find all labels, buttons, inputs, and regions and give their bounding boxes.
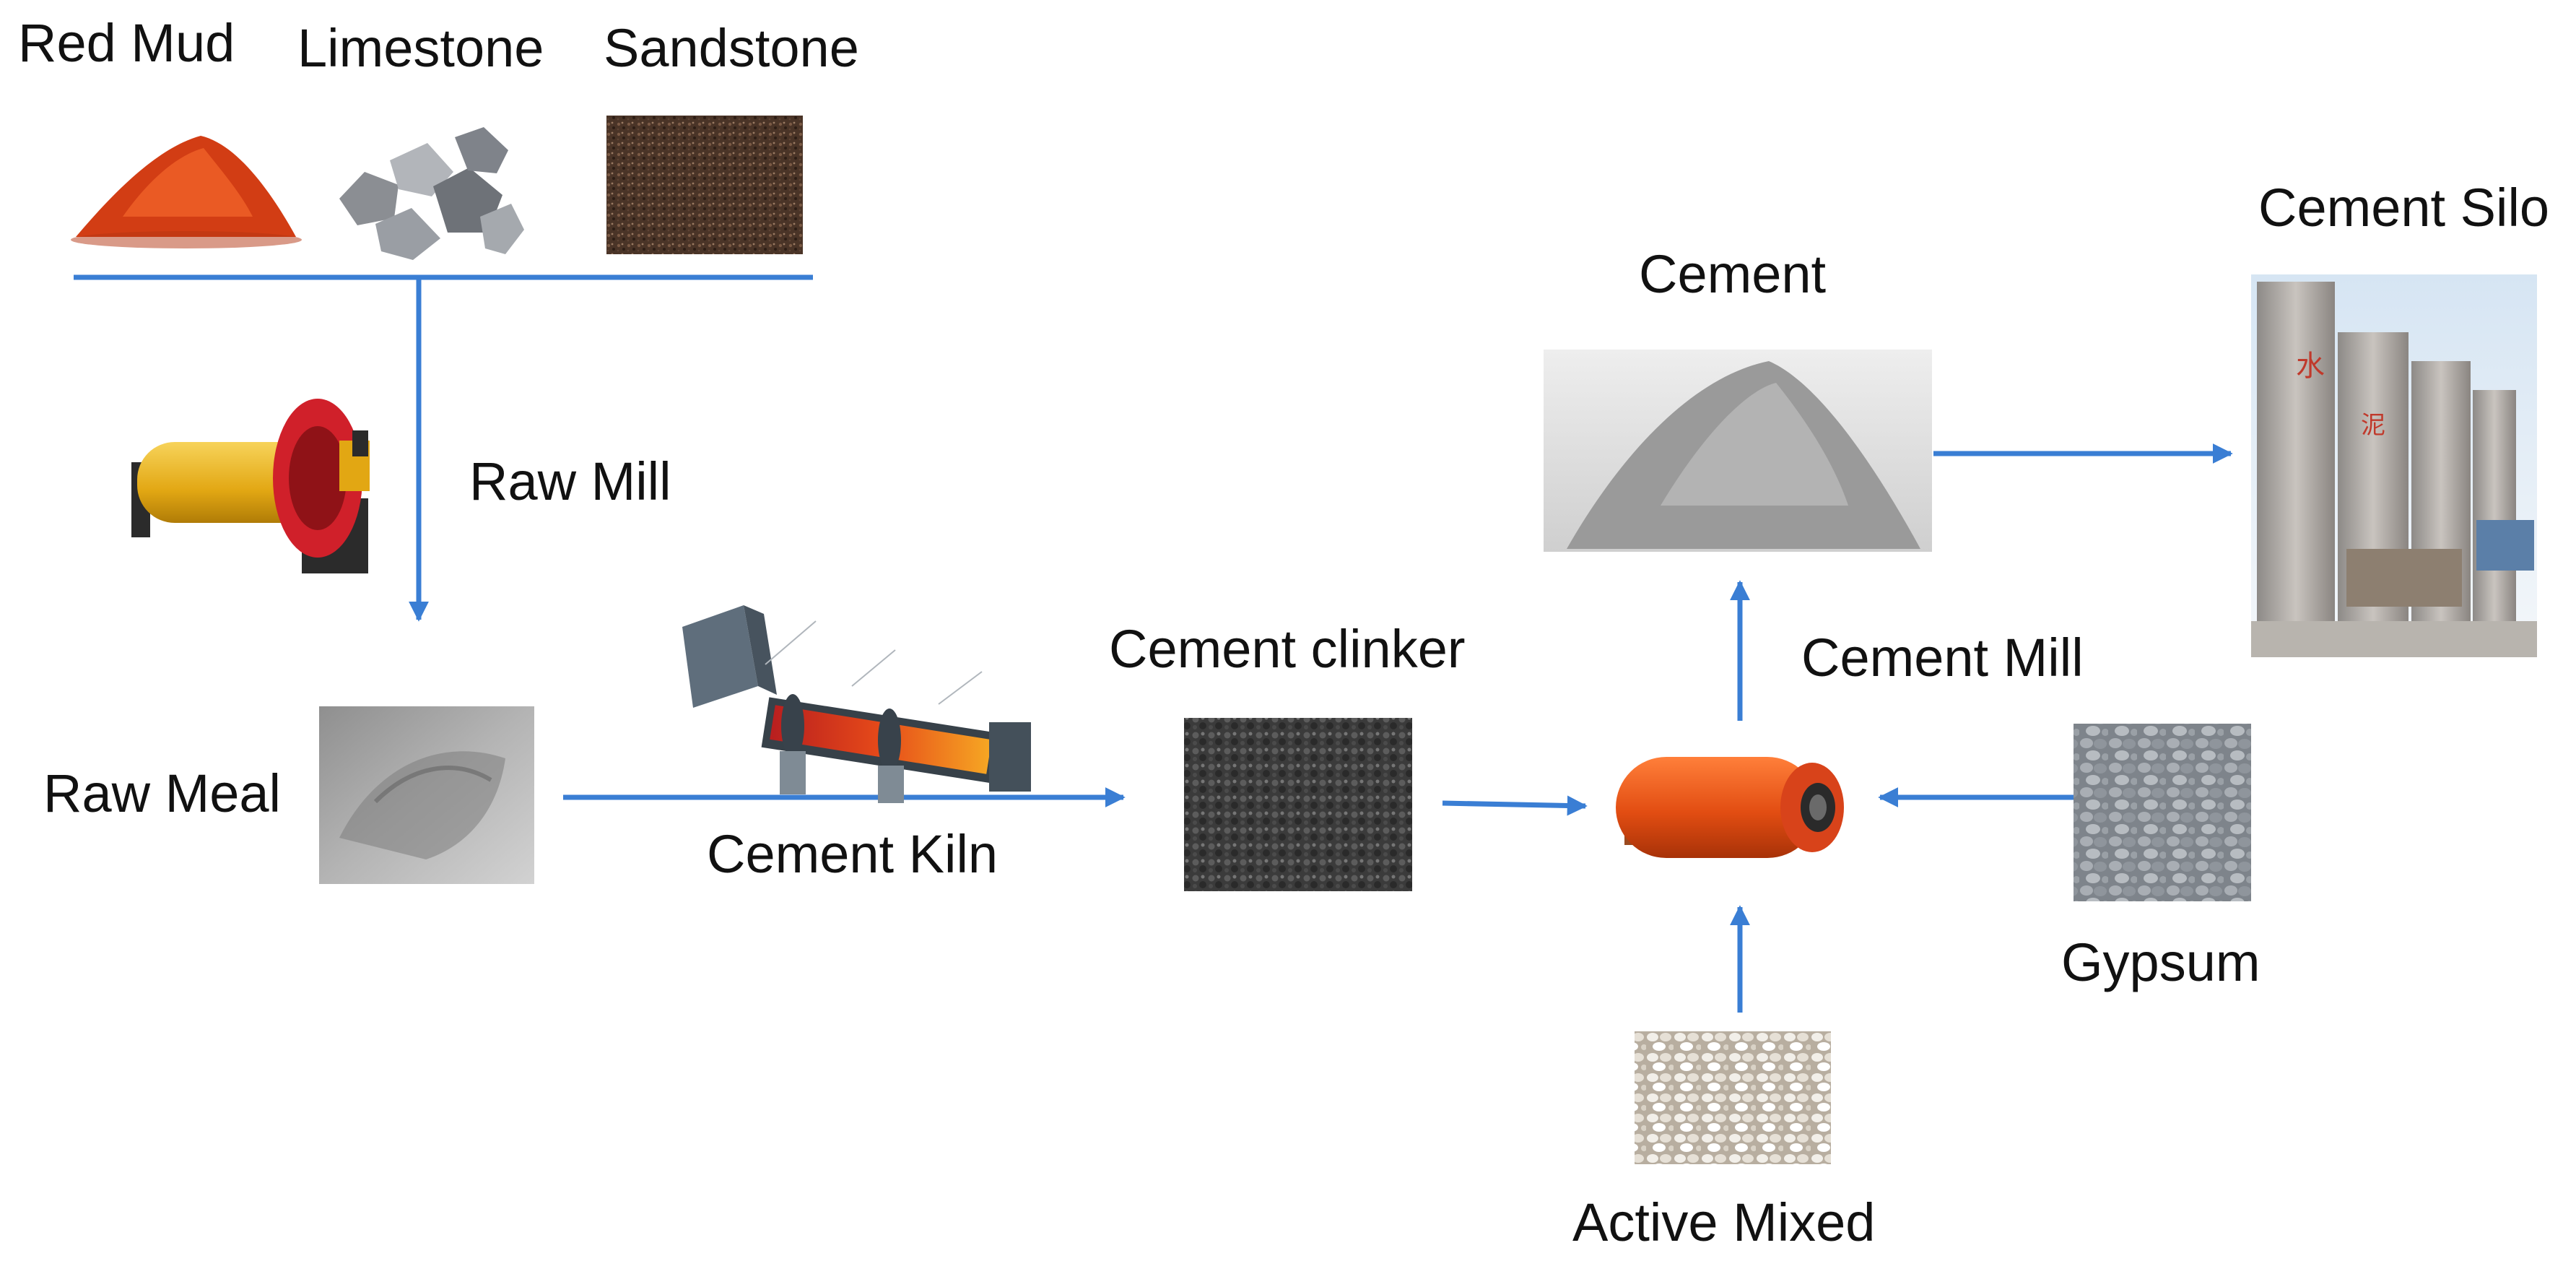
raw-meal-image <box>319 706 534 884</box>
label-raw-mill: Raw Mill <box>469 451 671 511</box>
label-gypsum: Gypsum <box>2061 932 2260 992</box>
silo-red-marking-icon: 水 <box>2296 350 2325 383</box>
raw-mill-image <box>131 399 370 573</box>
cement-clinker-image <box>1184 718 1412 891</box>
label-sandstone: Sandstone <box>604 18 859 78</box>
label-cement-kiln: Cement Kiln <box>707 824 998 884</box>
active-mixed-image <box>1635 1031 1831 1164</box>
sandstone-image <box>606 116 803 254</box>
silo-red-marking-icon-2: 泥 <box>2361 411 2385 440</box>
label-limestone: Limestone <box>297 18 544 78</box>
cement-silo-image: 水 泥 <box>2251 274 2537 657</box>
label-red-mud: Red Mud <box>18 13 235 73</box>
cement-mill-image <box>1616 757 1844 858</box>
label-active-mixed: Active Mixed <box>1572 1192 1875 1252</box>
label-raw-meal: Raw Meal <box>43 763 281 823</box>
arrow-to-cement-mill <box>1442 795 1588 816</box>
cement-kiln-image <box>682 605 1031 803</box>
label-cement-mill: Cement Mill <box>1801 628 2084 688</box>
label-cement-clinker: Cement clinker <box>1109 619 1466 679</box>
label-cement-silo: Cement Silo <box>2258 178 2549 238</box>
cement-image <box>1544 350 1932 552</box>
gypsum-image <box>2074 724 2251 901</box>
red-mud-image <box>71 136 302 248</box>
label-cement: Cement <box>1639 244 1827 304</box>
limestone-image <box>339 127 524 260</box>
